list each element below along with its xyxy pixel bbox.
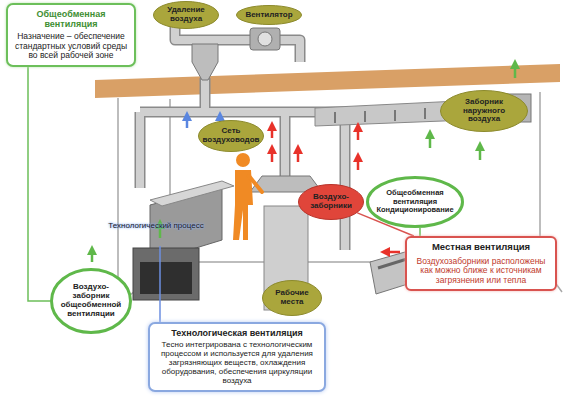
airflow-arrow [271,126,274,138]
label-oval: Воздухо-заборник общеобменной вентиляции [50,268,132,334]
airflow-arrow [357,127,360,140]
node-heading: Рабочие места [269,289,315,307]
connector-line [28,67,50,301]
oval-shape [154,2,219,29]
node-heading: Удаление воздуха [160,6,212,24]
node-heading: Заборник наружного воздуха [447,98,521,125]
node-heading: Технологическая вентиляция [171,328,303,338]
label-oval: Рабочие места [262,280,322,316]
supply-duct [315,98,520,126]
airflow-arrows [92,64,515,262]
node-heading: Общеобменная вентиляция Кондиционировани… [373,189,457,214]
text-wrap: Заборник наружного воздуха [440,90,528,132]
airflow-arrow [186,116,189,128]
info-box: Технологическая вентиляцияТесно интегрир… [148,322,326,392]
node-heading: Воздухо-заборник общеобменной вентиляции [57,283,125,319]
worker-arm [249,176,262,192]
cyclone [192,44,218,80]
node-heading: Сеть воздуховодов [203,127,260,145]
text-wrap: Местная вентиляцияВоздухозаборники распо… [413,242,549,285]
label-oval: Удаление воздуха [153,1,219,29]
airflow-arrow [479,146,482,160]
oval-shape [199,121,264,152]
label-oval: Общеобменная вентиляция Кондиционировани… [366,176,464,228]
text-wrap: Общеобменная вентиляция Кондиционировани… [366,176,464,228]
text-wrap: Воздухо-заборники [298,184,364,220]
oval-shape [237,6,302,25]
node-body: Тесно интегрирована с технологическим пр… [156,341,318,386]
node-heading: Местная вентиляция [432,242,530,253]
airflow-arrow [514,64,517,78]
airflow-arrow [357,157,360,170]
counter-top [150,181,234,206]
machine-door [140,262,192,294]
fan-wheel [258,32,272,46]
label-oval: Заборник наружного воздуха [440,90,528,132]
leader-line [419,228,421,236]
duct-grille [335,107,455,123]
node-heading: Воздухо-заборники [305,193,357,211]
oval-shape [299,185,364,220]
text-wrap: Сеть воздуховодов [198,120,264,152]
node-heading: Вентилятор [245,11,292,20]
text-wrap: Рабочие места [262,280,322,316]
airflow-arrow [385,251,400,254]
node-body: Воздухозаборники расположены как можно б… [413,257,549,286]
text-wrap: Технологическая вентиляцияТесно интегрир… [156,328,318,386]
label-oval: Вентилятор [236,5,302,25]
oval-shape [263,281,322,316]
worker-body [233,170,253,240]
text-wrap: Воздухо-заборник общеобменной вентиляции [50,268,132,334]
text-wrap: Общеобменная вентиляцияНазначение – обес… [13,9,129,61]
oval-shape [52,270,131,333]
label-oval: Сеть воздуховодов [198,120,264,152]
node-heading: Общеобменная вентиляция [13,9,129,29]
worker-head [236,153,250,167]
machine [133,248,199,300]
info-box: Общеобменная вентиляцияНазначение – обес… [6,3,136,67]
airflow-arrow [429,134,432,148]
node-body: Назначение – обеспечение стандартных усл… [13,32,129,61]
airflow-arrow [91,250,94,262]
oval-shape [441,91,528,132]
leader-line [159,246,161,322]
process-label: Технологический процесс [108,222,204,231]
text-wrap: Удаление воздуха [153,1,219,29]
label-oval: Воздухо-заборники [298,184,364,220]
fan [250,28,280,50]
airflow-arrow [297,149,300,162]
info-box: Местная вентиляцияВоздухозаборники распо… [405,236,557,291]
airflow-arrow [271,149,274,162]
oval-shape [368,178,463,227]
text-wrap: Вентилятор [236,5,302,25]
